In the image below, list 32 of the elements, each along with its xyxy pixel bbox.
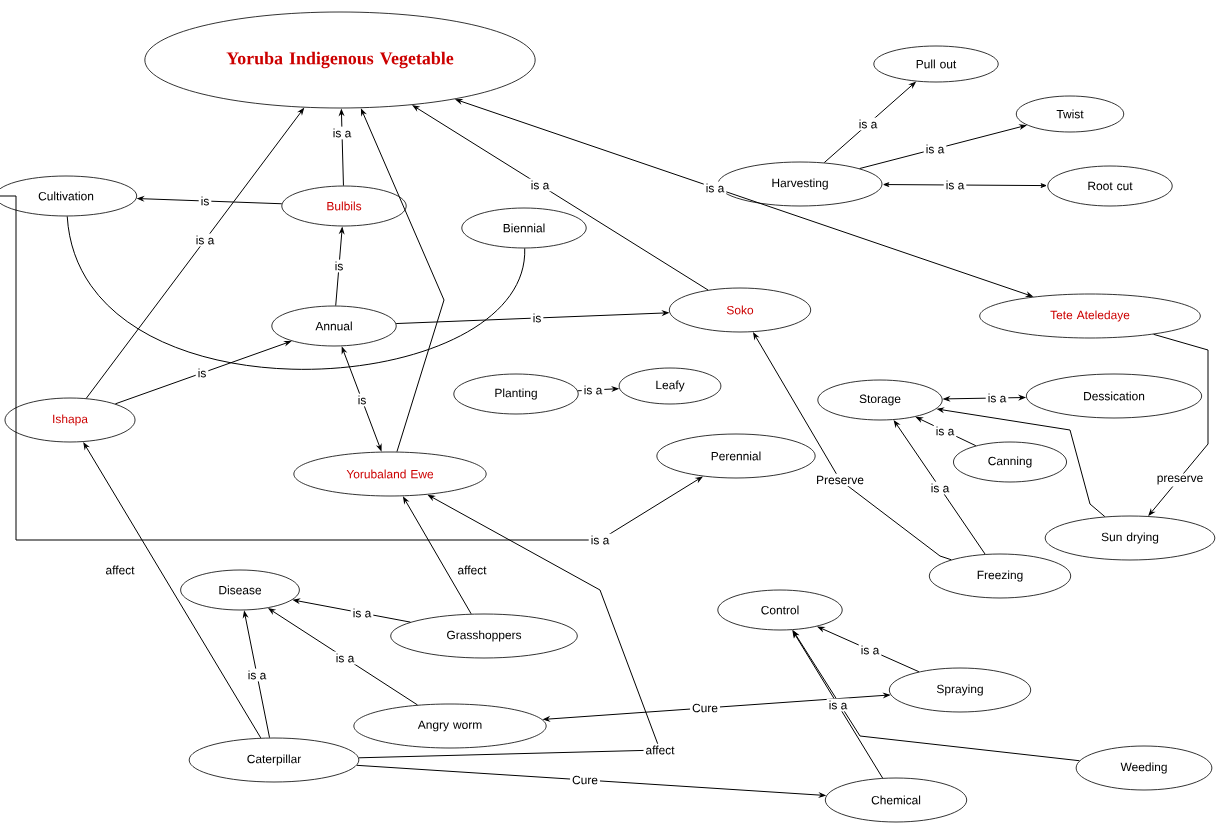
arrow	[943, 395, 1026, 402]
arrow	[341, 347, 382, 451]
arrow	[339, 109, 344, 187]
arrow	[859, 124, 1027, 170]
arrow	[916, 416, 977, 447]
arrow	[395, 310, 669, 325]
arrow	[893, 420, 986, 555]
arrow	[792, 630, 1080, 762]
arrow	[293, 598, 411, 623]
arrow	[577, 386, 619, 392]
arrow	[360, 108, 445, 453]
arrow	[243, 611, 271, 739]
arrow	[412, 105, 709, 291]
arrow	[543, 693, 890, 722]
arrow	[335, 227, 345, 307]
arrow	[83, 442, 262, 739]
arrow	[356, 764, 826, 798]
arrow	[114, 340, 291, 405]
arrow	[137, 196, 283, 205]
arrow	[883, 182, 1047, 188]
arrow	[0, 195, 703, 541]
arrow	[85, 108, 304, 399]
arrow	[792, 630, 884, 779]
arrow	[937, 407, 1106, 518]
arrow	[268, 608, 418, 706]
arrow	[358, 494, 661, 759]
arrow	[753, 332, 952, 561]
arrow	[1148, 333, 1209, 516]
arrow	[455, 98, 1033, 297]
arrow	[823, 81, 916, 164]
arrow	[817, 626, 920, 673]
arrow	[403, 496, 472, 615]
